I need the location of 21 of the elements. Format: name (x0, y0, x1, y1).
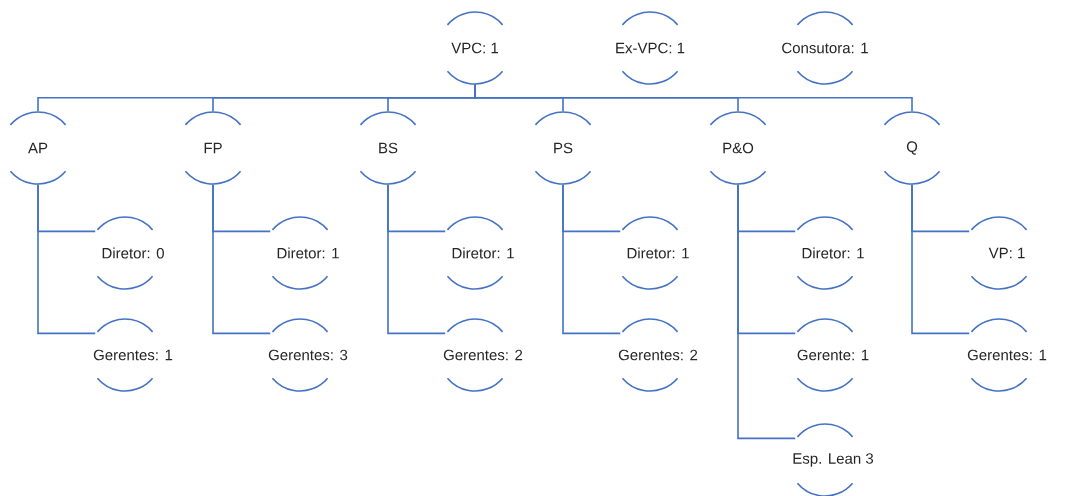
circle-node: Gerentes: 1 (967, 318, 1047, 392)
circle-node: Gerentes: 2 (618, 318, 698, 392)
connector-line (737, 184, 797, 440)
circle-node: Gerentes: 2 (443, 318, 523, 392)
circle-node: Gerente: 1 (796, 318, 869, 392)
circle-node: Diretor: 1 (796, 216, 864, 290)
connector-line (37, 184, 97, 335)
connector-line (212, 184, 272, 335)
circle-node: Diretor: 1 (446, 216, 514, 290)
circle-node: Ex-VPC: 1 (616, 11, 685, 85)
circle-node: Gerentes: 3 (268, 318, 348, 392)
circle-node: Diretor: 0 (96, 216, 164, 290)
circle-node: Esp. Lean 3 (793, 423, 874, 496)
connector-line (387, 184, 447, 335)
circle-node: Gerentes: 1 (93, 318, 173, 392)
connector-line (562, 184, 622, 335)
circle-node: Consutora: 1 (782, 11, 868, 85)
circle-node: Diretor: 1 (621, 216, 689, 290)
connector-line (911, 184, 971, 335)
circle-node: Diretor: 1 (271, 216, 339, 290)
connector-line (474, 84, 913, 112)
